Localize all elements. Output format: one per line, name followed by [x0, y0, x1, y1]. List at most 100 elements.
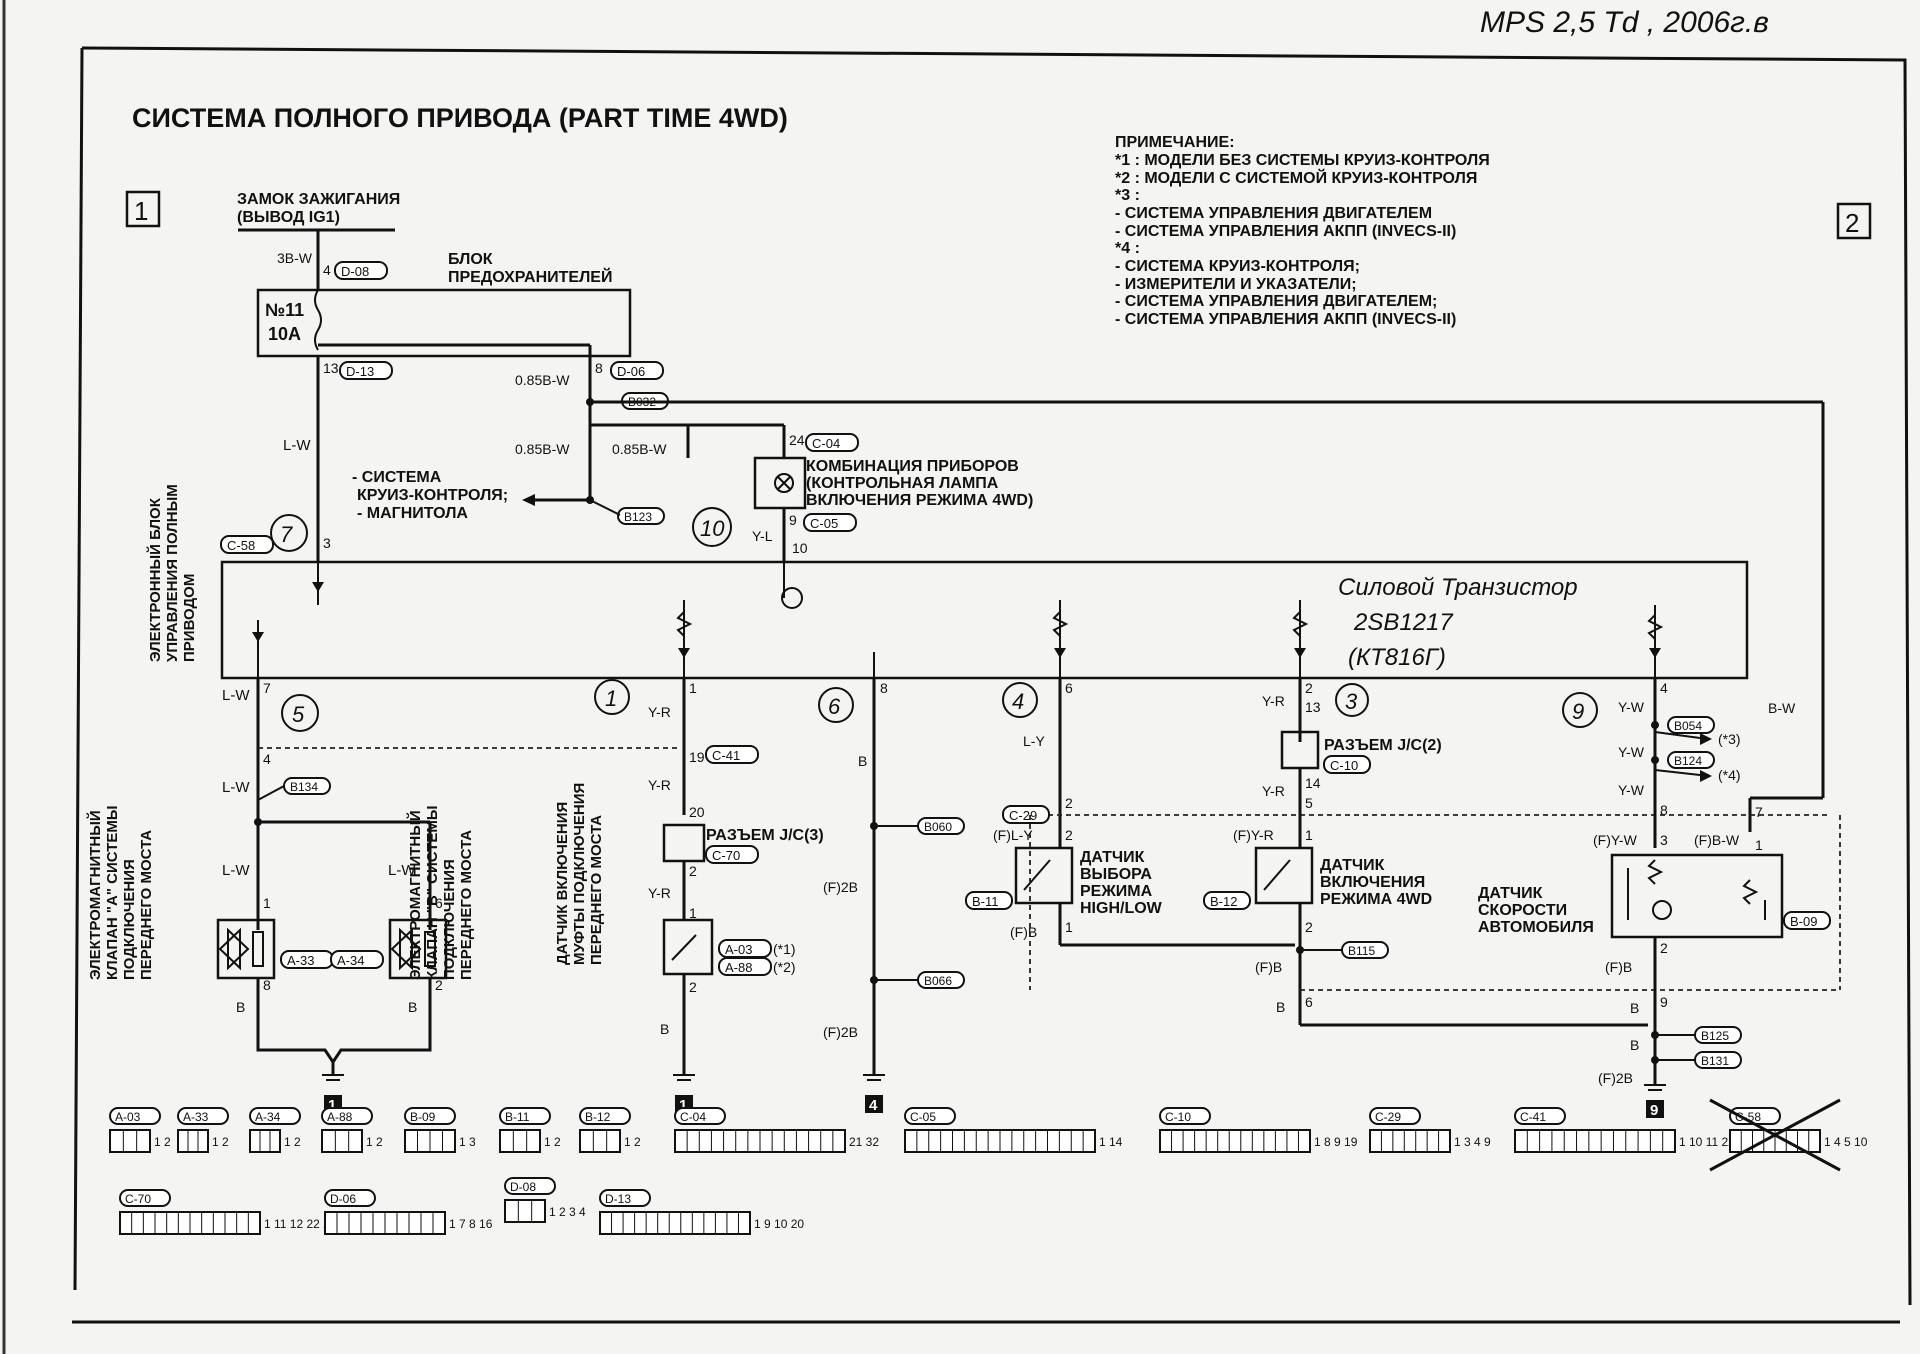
legend-connector-name: D-06: [330, 1192, 356, 1206]
wire-label: B: [236, 999, 245, 1015]
valve-b-label-line: ПЕРЕДНЕГО МОСТА: [458, 830, 475, 980]
valve-b-label-line: ПОДКЛЮЧЕНИЯ: [441, 859, 458, 980]
legend-connector-name: D-13: [605, 1192, 631, 1206]
splice-pill-b060: [917, 817, 965, 835]
pin-number: 13: [323, 360, 339, 376]
wire-label: (F)Y-W: [1593, 832, 1638, 848]
legend-connector-pins: 1 2: [366, 1135, 383, 1149]
ecu-internal-circuits: [252, 562, 1664, 678]
clutch-sensor-label-line: ДАТЧИК ВКЛЮЧЕНИЯ: [554, 802, 571, 965]
connector-pill-label: C-05: [810, 516, 838, 531]
splice-dot: [1651, 756, 1659, 764]
wire-label: B: [408, 999, 417, 1015]
legend-connector-name: B-09: [410, 1110, 436, 1124]
page-marker-2: 2: [1845, 208, 1859, 238]
ecu-label: ЭЛЕКТРОННЫЙ БЛОК УПРАВЛЕНИЯ ПОЛНЫМ ПРИВО…: [146, 484, 198, 662]
annotation-star3: (*3): [1718, 731, 1741, 747]
splice-leader: [589, 499, 621, 516]
notes-line: *3 :: [1115, 187, 1140, 204]
handwritten-model-note: MPS 2,5 Td , 2006г.в: [1480, 6, 1769, 39]
hilo-label: HIGH/LOW: [1080, 900, 1163, 917]
diode-icon: [252, 632, 264, 642]
pin-number: 4: [263, 751, 271, 767]
wire-label: L-W: [222, 779, 250, 796]
hilo-label: ДАТЧИК: [1080, 849, 1145, 866]
wire-label: L-W: [283, 437, 311, 454]
pin-number: 8: [263, 977, 271, 993]
hilo-label: РЕЖИМА: [1080, 883, 1153, 900]
connector-pill-c70: [705, 845, 759, 864]
legend-connector-pill: [579, 1107, 631, 1125]
legend-connector-pill: [404, 1107, 456, 1125]
pin-number: 7: [1755, 804, 1763, 820]
connector-pill-a34: [330, 950, 384, 969]
legend-connector-body: [499, 1129, 541, 1153]
4wd-sensor-label: РЕЖИМА 4WD: [1320, 891, 1432, 908]
handwritten-number: 7: [280, 522, 293, 547]
connector-pill-label: B-11: [972, 894, 999, 909]
handwritten-number: 4: [1012, 689, 1024, 714]
legend-connector-name: A-33: [183, 1110, 209, 1124]
wire-label: Y-W: [1618, 699, 1645, 715]
legend-connector-name: A-34: [255, 1110, 281, 1124]
notes-line: - СИСТЕМА УПРАВЛЕНИЯ ДВИГАТЕЛЕМ;: [1115, 293, 1437, 310]
pin-number: 1: [263, 895, 271, 911]
handwritten-number: 1: [605, 686, 617, 711]
page-marker-box-1: [125, 190, 161, 228]
legend-connector-pill: [109, 1107, 161, 1125]
handwritten-circle-9: [1562, 692, 1598, 728]
splice-leader: [257, 785, 285, 801]
connector-pill-b11: [965, 891, 1013, 910]
legend-connector-pins: 1 4 5 10: [1824, 1135, 1868, 1149]
wire-label: Y-R: [1262, 783, 1285, 799]
wire-label: Y-R: [648, 777, 671, 793]
legend-connector-pins: 1 2: [212, 1135, 229, 1149]
ground-number: 9: [1650, 1102, 1658, 1119]
pin-number: 10: [792, 540, 808, 556]
arrow-icon: [1700, 733, 1712, 745]
fuse-rating: 10A: [268, 324, 301, 344]
wire-label: 0.85B-W: [515, 372, 570, 388]
wire-label: B: [660, 1021, 669, 1037]
notes-line: *4 :: [1115, 240, 1140, 257]
pin-number: 4: [323, 262, 331, 278]
connector-pill-d13: [339, 361, 393, 380]
connector-pill-label: B-12: [1210, 894, 1237, 909]
legend-connector-name: B-12: [585, 1110, 611, 1124]
wire-label: L-W: [222, 862, 250, 879]
handwritten-number: 9: [1572, 699, 1584, 724]
legend-connector-pins: 21 32: [849, 1135, 879, 1149]
annotation-star2: (*2): [773, 959, 796, 975]
pin-number: 2: [1305, 919, 1313, 935]
wire-label: (F)2B: [1598, 1070, 1633, 1086]
connector-pill-label: D-06: [617, 364, 645, 379]
legend-connector-body: [109, 1129, 151, 1153]
pin-number: 6: [1305, 994, 1313, 1010]
legend-connector-name: D-08: [510, 1180, 536, 1194]
pin-number: 19: [689, 749, 705, 765]
legend-connector-name: C-41: [1520, 1110, 1546, 1124]
pin-number: 5: [1305, 795, 1313, 811]
notes-line: *1 : МОДЕЛИ БЕЗ СИСТЕМЫ КРУИЗ-КОНТРОЛЯ: [1115, 152, 1490, 169]
legend-connector-pill: [674, 1107, 726, 1125]
legend-connector-pill: [599, 1189, 651, 1207]
notes-line: - СИСТЕМА УПРАВЛЕНИЯ АКПП (INVECS-II): [1115, 311, 1456, 328]
wire-to-star4: [1654, 769, 1701, 776]
wire-label: Y-W: [1618, 744, 1645, 760]
legend-connector-pins: 1 14: [1099, 1135, 1123, 1149]
wire-label: B: [1276, 999, 1285, 1015]
valve-a-label-line: ПЕРЕДНЕГО МОСТА: [138, 830, 155, 980]
cruise-label: - МАГНИТОЛА: [357, 505, 468, 522]
pin-number: 9: [1660, 994, 1668, 1010]
ground-number-box: [1646, 1100, 1664, 1118]
pin-number: 2: [1660, 940, 1668, 956]
legend-connector-pins: 1 2: [284, 1135, 301, 1149]
fuse-block-label: БЛОК: [448, 251, 493, 268]
cluster-label: КОМБИНАЦИЯ ПРИБОРОВ: [806, 458, 1019, 475]
valve-b-label-line: КЛАПАН "В" СИСТЕМЫ: [424, 805, 441, 980]
splice-label: B115: [1348, 944, 1375, 958]
splice-pill-b054: [1667, 716, 1715, 734]
transistor-icon: [781, 587, 803, 609]
pin-number: 8: [1660, 802, 1668, 818]
